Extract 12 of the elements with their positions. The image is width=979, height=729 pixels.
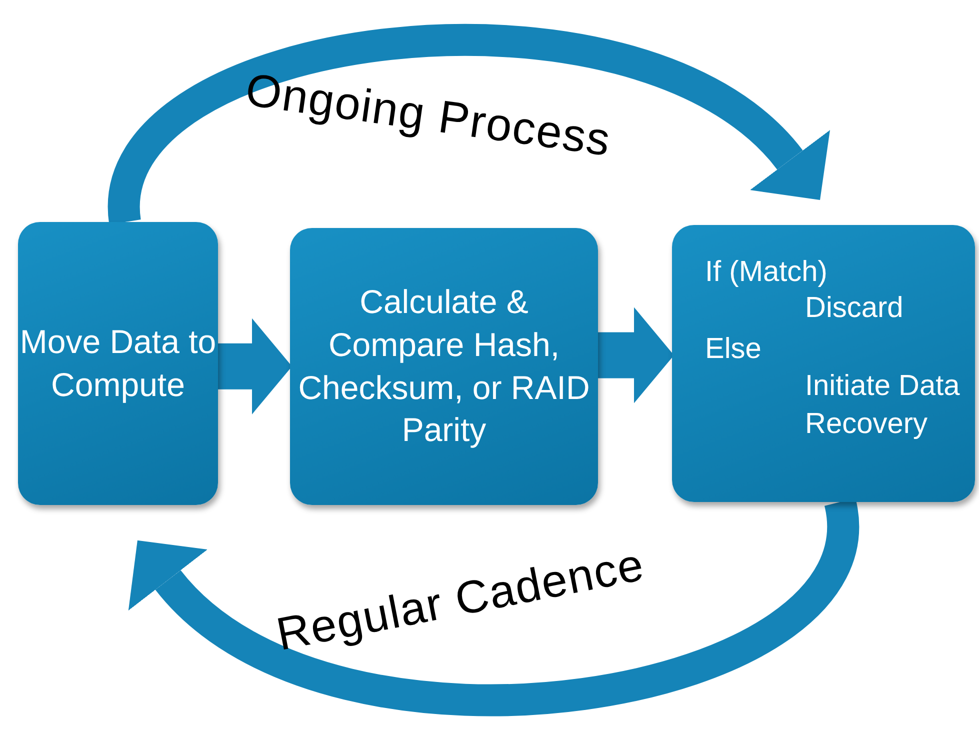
process-box xyxy=(672,225,975,502)
box-text: If (Match) xyxy=(705,255,828,290)
edge-label: Regular Cadence xyxy=(272,536,648,661)
block-arrow xyxy=(598,307,674,404)
process-box xyxy=(290,228,598,505)
box-text: Move Data to Compute xyxy=(18,322,218,405)
box-text: Discard xyxy=(805,291,904,326)
block-arrow xyxy=(218,318,292,414)
box-text: Calculate & Compare Hash, Checksum, or RAID Parity xyxy=(297,282,591,450)
process-box xyxy=(18,222,218,505)
box-text: Else xyxy=(705,332,762,367)
box-text: Initiate Data Recovery xyxy=(805,369,961,442)
